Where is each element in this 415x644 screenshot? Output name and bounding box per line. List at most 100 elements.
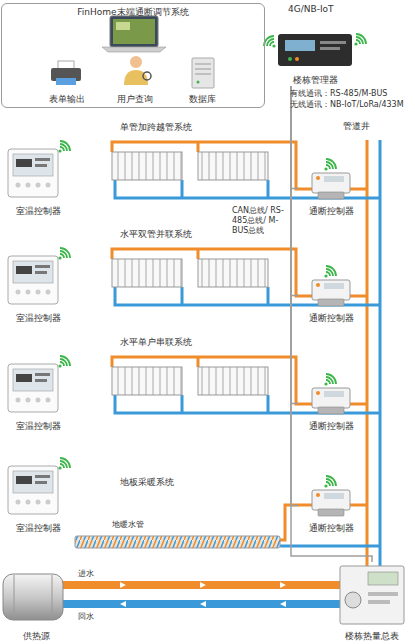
node-label: 通断控制器: [298, 522, 364, 534]
text-label: 水平双管并联系统: [120, 229, 192, 240]
switch-controller: 通断控制器: [298, 160, 364, 217]
node-label: FinHome末端通断调节系统: [2, 6, 264, 18]
supply-return-pipes: [120, 601, 286, 607]
heat-meter: [345, 592, 361, 608]
switch-controller: 通断控制器: [298, 267, 364, 324]
node-label: 楼栋热量总表: [328, 630, 415, 642]
vertical-pipes: [366, 140, 369, 585]
building-manager-device: [288, 57, 292, 61]
node-label: 室温控制器: [1, 420, 75, 432]
room-controllers: [8, 141, 70, 197]
building-manager-device: [320, 41, 346, 44]
bus-line: [291, 86, 298, 404]
building-manager-device: [295, 57, 299, 61]
person-icon: [124, 56, 151, 85]
bus-line: [291, 86, 298, 506]
printer-icon: [58, 61, 74, 69]
building-manager-device: [354, 34, 366, 46]
building-manager-device: [264, 34, 366, 66]
text-label: 4G/NB-IoT: [288, 4, 334, 15]
node-label: 表单输出: [35, 93, 99, 105]
row-pipes: [112, 142, 380, 198]
row-pipes: [75, 536, 280, 548]
node-label: 通断控制器: [298, 420, 364, 432]
heat-source: 供热源: [0, 570, 72, 642]
heat-meter: [368, 600, 390, 604]
switch-controller: 通断控制器: [298, 477, 364, 534]
text-label: 进水: [78, 568, 94, 579]
heat-meter: [340, 566, 404, 624]
text-label: 地板采暖系统: [120, 477, 174, 488]
row-pipes: [112, 357, 380, 413]
node-label: 室温控制器: [1, 205, 75, 217]
bus-line: [291, 86, 298, 296]
node-label: 室温控制器: [1, 312, 75, 324]
server-icon: [192, 58, 214, 88]
printer-icon: [51, 61, 81, 85]
room-controllers: [8, 458, 70, 514]
switch-controllers: [312, 374, 350, 414]
room-controller: 室温控制器: [1, 360, 75, 432]
vertical-pipes: [367, 140, 380, 604]
row-pipes: [112, 249, 380, 305]
room-controllers: [8, 248, 70, 304]
node-label: 室温控制器: [1, 522, 75, 534]
text-label: 回水: [78, 611, 94, 622]
switch-controllers: [312, 266, 350, 306]
room-controller: 室温控制器: [1, 252, 75, 324]
text-label: 有线通讯：RS-485/M-BUS: [290, 88, 387, 99]
laptop-icon: [113, 19, 155, 44]
heat-source-tank: [3, 574, 63, 620]
supply-return-pipes: [120, 582, 286, 588]
row-pipes: [280, 545, 380, 548]
text-label: 单管加跨越管系统: [120, 122, 192, 133]
text-label: 水平单户串联系统: [120, 337, 192, 348]
heat-meter: [368, 572, 398, 585]
text-label: 地暖水管: [112, 519, 144, 530]
building-manager-device: [285, 40, 315, 51]
node-label: 通断控制器: [298, 312, 364, 324]
switch-controller: 通断控制器: [298, 375, 364, 432]
room-controller: 室温控制器: [1, 145, 75, 217]
text-label: 无线通讯：NB-IoT/LoRa/433M: [290, 99, 404, 110]
text-label: 管道井: [343, 121, 370, 132]
heat-meter-node: 楼栋热量总表: [328, 562, 415, 642]
switch-controllers: [312, 476, 350, 516]
room-controllers: [8, 356, 70, 412]
laptop-icon: [116, 22, 130, 30]
building-manager-device: [264, 36, 276, 48]
heat-source-tank: [14, 575, 52, 619]
node-label: 楼栋管理器: [268, 74, 362, 86]
supply-return-pipes: [62, 600, 380, 608]
room-controllers: [8, 141, 70, 514]
supply-return-pipes: [62, 582, 380, 607]
person-icon: [130, 56, 142, 68]
person-icon: [143, 72, 151, 80]
node-label: 用户查询: [102, 93, 168, 105]
printer-icon: [56, 78, 76, 85]
building-manager-device: [320, 47, 340, 50]
node-label: 供热源: [0, 630, 72, 642]
printer-node: 表单输出: [35, 59, 99, 105]
switch-controllers: [312, 159, 350, 199]
server-icon: [197, 81, 200, 84]
heat-source-tank: [3, 574, 63, 620]
laptop-icon: [102, 47, 166, 52]
node-label: 通断控制器: [298, 205, 364, 217]
laptop-icon: [110, 16, 158, 47]
building-manager-device: [278, 34, 352, 66]
heat-meter: [340, 566, 404, 624]
user-query-node: 用户查询: [102, 54, 168, 105]
server-icon: [195, 64, 211, 74]
laptop-icon: [102, 16, 166, 52]
heat-meter: [368, 592, 398, 596]
supply-return-pipes: [62, 581, 367, 589]
row-pipes: [75, 142, 380, 548]
bus-line: [291, 86, 372, 562]
building-manager: 楼栋管理器: [268, 30, 362, 86]
database-node: 数据库: [170, 59, 234, 105]
system-panel: FinHome末端通断调节系统表单输出用户查询数据库: [1, 3, 265, 108]
vertical-pipes: [379, 140, 382, 604]
